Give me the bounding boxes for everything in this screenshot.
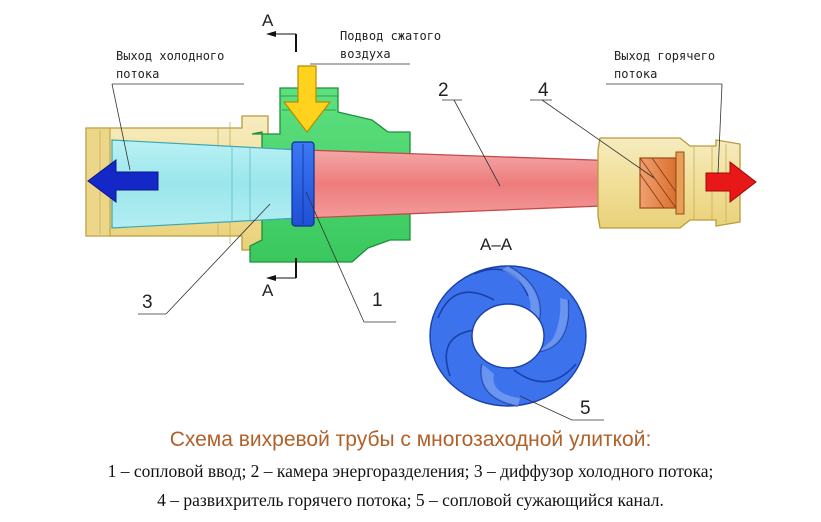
svg-text:3: 3 — [142, 292, 153, 313]
swirl-nozzle-ring — [429, 265, 587, 407]
section-mark-top: A — [262, 11, 297, 52]
vortex-tube-diagram: A A Выход холодного потока Подвод сжатог… — [85, 11, 757, 421]
label-hot-outlet: Выход горячего потока — [606, 49, 723, 175]
svg-text:2: 2 — [438, 80, 449, 101]
svg-text:потока: потока — [116, 67, 159, 81]
section-mark-bottom: A — [262, 258, 297, 300]
callout-2: 2 — [438, 80, 501, 187]
caption-legend-line-2: 4 – развихритель горячего потока; 5 – со… — [157, 490, 664, 510]
callout-1: 1 — [305, 191, 396, 323]
callout-5: 5 — [519, 395, 604, 421]
hot-flow-arrow — [705, 160, 757, 204]
nozzle-inlet — [291, 141, 315, 227]
section-letter-bottom: A — [262, 281, 274, 300]
section-view-title: A–A — [480, 235, 513, 254]
label-cold-outlet: Выход холодного потока — [111, 49, 244, 171]
svg-text:Выход горячего: Выход горячего — [614, 49, 715, 63]
svg-text:1: 1 — [372, 290, 383, 311]
svg-text:воздуха: воздуха — [340, 47, 391, 61]
svg-text:Выход холодного: Выход холодного — [116, 49, 224, 63]
caption-legend-line-1: 1 – сопловой ввод; 2 – камера энергоразд… — [107, 461, 714, 481]
section-letter-top: A — [262, 11, 274, 30]
cold-flow-arrow — [87, 159, 159, 203]
label-air-inlet: Подвод сжатого воздуха — [310, 29, 441, 65]
callout-4: 4 — [530, 80, 655, 179]
svg-text:4: 4 — [538, 80, 549, 101]
callout-3: 3 — [138, 203, 271, 315]
compressed-air-arrow — [282, 65, 332, 133]
caption-title: Схема вихревой трубы с многозаходной ули… — [169, 428, 652, 451]
svg-text:Подвод сжатого: Подвод сжатого — [340, 29, 441, 43]
svg-text:5: 5 — [580, 398, 591, 419]
hot-flow-deswirler — [639, 151, 685, 215]
svg-text:потока: потока — [614, 67, 657, 81]
